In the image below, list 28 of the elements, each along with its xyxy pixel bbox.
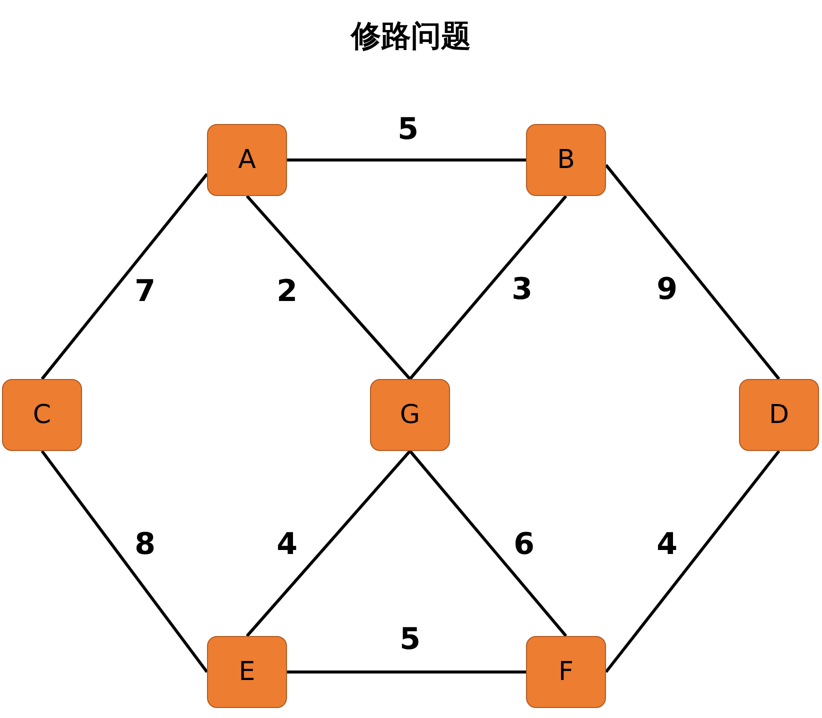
edge-label: 4 — [276, 530, 298, 560]
node-box: E — [207, 636, 287, 708]
connector-line — [40, 173, 208, 380]
connector-line — [408, 450, 568, 637]
node-box: F — [526, 636, 606, 708]
connector-line — [287, 158, 526, 162]
connector-line — [246, 195, 412, 380]
connector-line — [287, 670, 526, 674]
edge-label: 2 — [276, 277, 298, 307]
edge-label: 7 — [134, 277, 156, 307]
node-box: G — [370, 379, 450, 451]
edge-label: 6 — [514, 530, 534, 560]
edge-label: 9 — [656, 275, 678, 305]
edge-label: 8 — [134, 530, 156, 560]
node-box: B — [526, 124, 606, 196]
node-box: C — [2, 379, 82, 451]
connector-line — [40, 450, 208, 673]
connector-line — [246, 450, 412, 637]
edge-label: 3 — [512, 275, 532, 305]
node-box: A — [207, 124, 287, 196]
edge-label: 5 — [398, 115, 418, 145]
title: 修路问题 — [349, 18, 472, 56]
connector-line — [408, 195, 568, 380]
connector-line — [604, 164, 780, 380]
node-box: D — [739, 379, 819, 451]
edge-label: 4 — [656, 530, 678, 560]
edge-label: 5 — [400, 625, 420, 655]
connector-line — [604, 450, 780, 673]
